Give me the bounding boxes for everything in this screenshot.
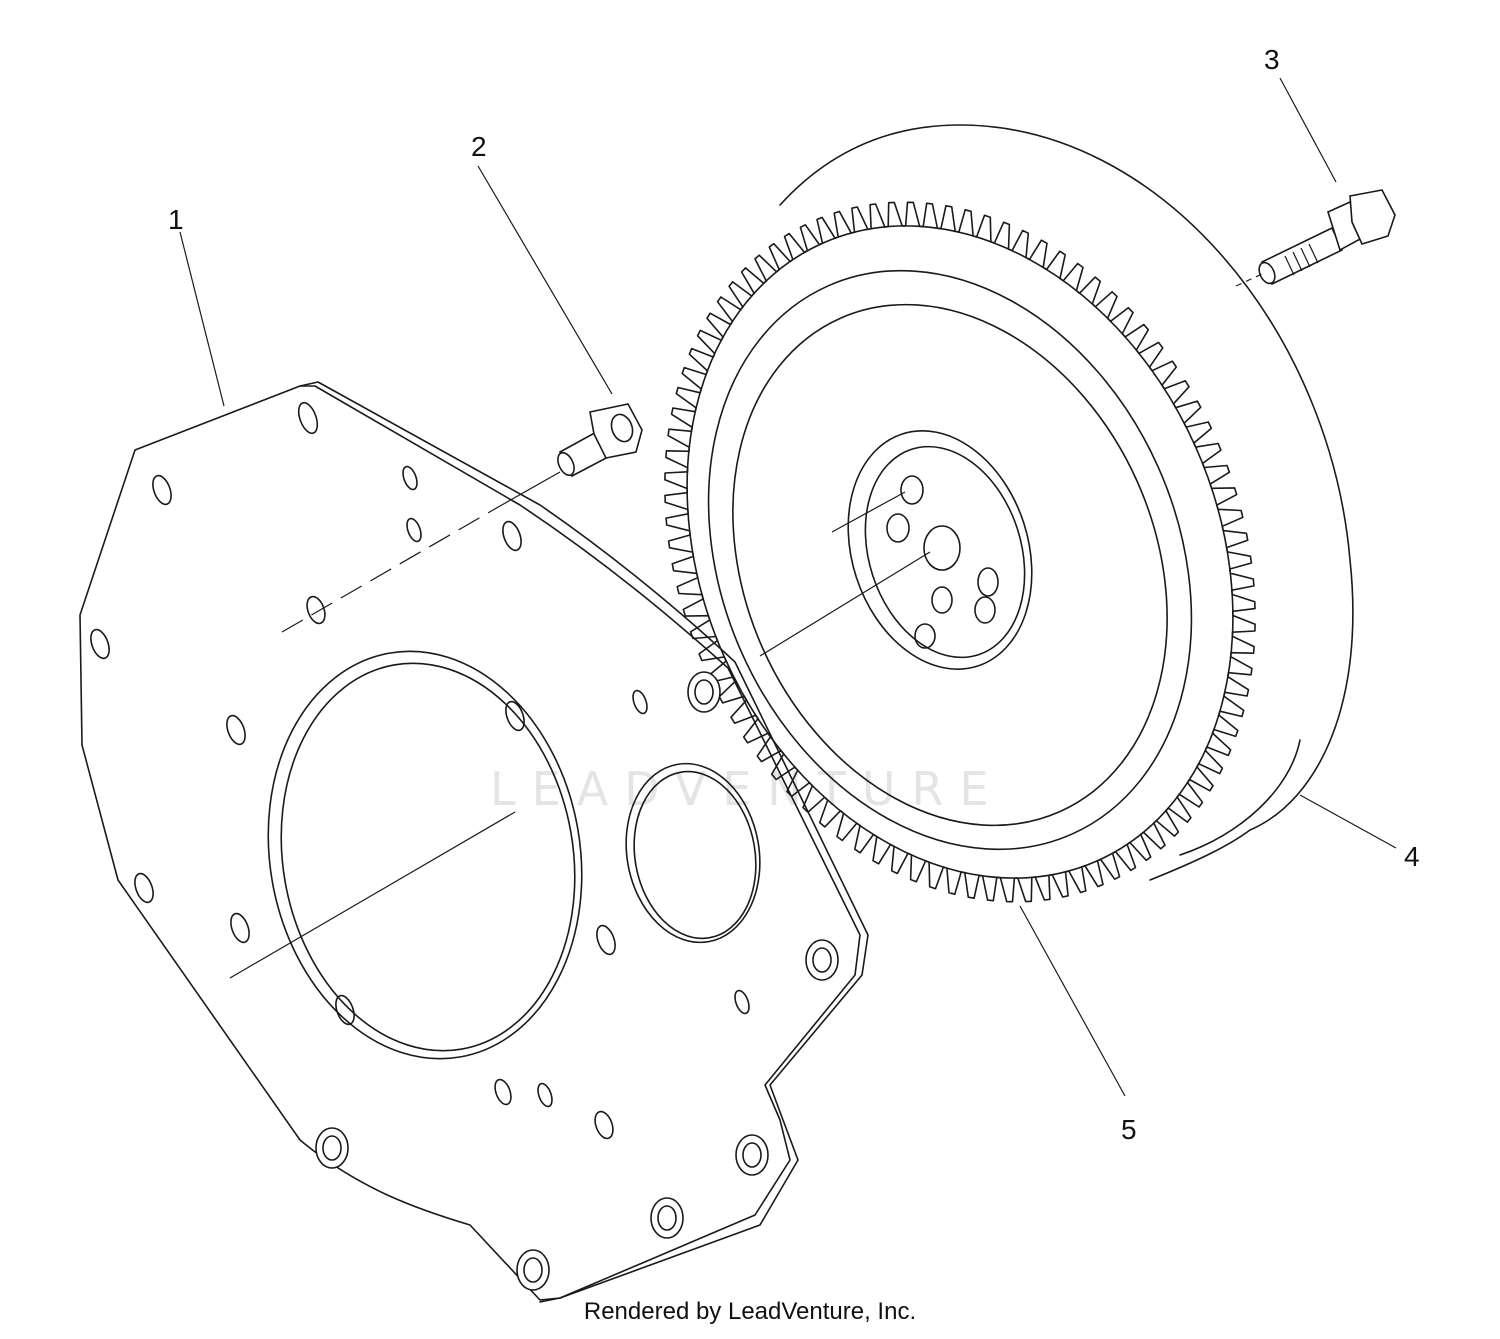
hub-centerline <box>831 491 906 533</box>
flywheel-face-outer <box>707 269 1193 851</box>
leader-line-5 <box>1019 905 1126 1097</box>
plate-hole <box>402 465 418 491</box>
dowel-boss <box>735 1134 769 1176</box>
flywheel-centerline <box>759 551 931 657</box>
ring-gear-root <box>686 225 1234 879</box>
flywheel-rim-outline <box>779 124 1354 881</box>
plate-hole <box>594 1110 614 1140</box>
callout-5: 5 <box>1121 1114 1137 1145</box>
flywheel-bolt <box>1235 189 1396 287</box>
flywheel-rim-edge <box>1179 739 1301 856</box>
plate-hole <box>537 1082 553 1108</box>
plate-hole <box>152 474 172 506</box>
dowel-boss <box>516 1249 550 1291</box>
plate-holes <box>90 401 750 1140</box>
bolt-centerline <box>1235 273 1263 287</box>
leader-line-2 <box>477 165 613 395</box>
dowel-centerline <box>281 505 501 633</box>
flywheel-face-inner <box>732 303 1168 827</box>
plate-small-bore <box>625 762 761 944</box>
hub-hole <box>931 586 953 614</box>
plate-hole <box>596 924 616 956</box>
assembly-centerlines <box>229 471 931 979</box>
plate-hole <box>230 912 250 944</box>
callout-3: 3 <box>1264 44 1280 75</box>
dowel-centerline-solid <box>499 471 561 507</box>
plate-hole <box>306 595 326 625</box>
hub-inner <box>864 445 1026 659</box>
hub-hole <box>974 596 996 624</box>
callout-2: 2 <box>471 131 487 162</box>
hub-outer <box>847 430 1033 670</box>
leader-line-1 <box>179 231 225 407</box>
plate-hole <box>505 700 525 732</box>
plate-hole <box>226 714 246 746</box>
plate-hole <box>632 689 648 715</box>
plate-large-bore <box>267 650 583 1060</box>
hub-hole <box>900 475 924 505</box>
bolt-tip <box>1258 261 1276 285</box>
dowel-tip <box>557 451 575 477</box>
plate-edge-thickness <box>299 381 869 1303</box>
dowel-boss <box>650 1197 684 1239</box>
leader-line-4 <box>1299 794 1397 849</box>
plate-hole <box>502 520 522 552</box>
hub-hole <box>977 567 999 597</box>
callouts: 1 2 3 4 5 <box>168 44 1420 1145</box>
hub-center-hole <box>923 525 961 571</box>
footer-credit: Rendered by LeadVenture, Inc. <box>583 1298 917 1325</box>
leader-line-3 <box>1279 77 1337 183</box>
dowel-boss <box>805 939 839 981</box>
plate-hole <box>134 872 154 904</box>
plate-dowel-bosses <box>315 671 839 1291</box>
plate-hole <box>335 994 355 1026</box>
plate-hole <box>494 1078 512 1106</box>
plate-small-bore-inner <box>633 770 757 940</box>
flywheel <box>664 124 1354 903</box>
plate-hole <box>734 989 750 1015</box>
plate-large-bore-inner <box>280 662 576 1052</box>
hub-hole <box>914 623 936 649</box>
plate-hole <box>90 628 110 660</box>
dowel-head <box>589 403 643 459</box>
dowel-boss <box>687 671 721 713</box>
dowel-screw <box>557 403 643 478</box>
adapter-plate <box>79 381 869 1303</box>
plate-hole <box>406 517 422 543</box>
dowel-boss <box>315 1127 349 1169</box>
leader-lines <box>179 77 1397 1097</box>
bore-centerline <box>229 811 516 979</box>
callout-1: 1 <box>168 204 184 235</box>
hub-hole <box>886 513 910 543</box>
bolt-head <box>1349 189 1396 245</box>
plate-hole <box>297 401 319 435</box>
callout-4: 4 <box>1404 841 1420 872</box>
